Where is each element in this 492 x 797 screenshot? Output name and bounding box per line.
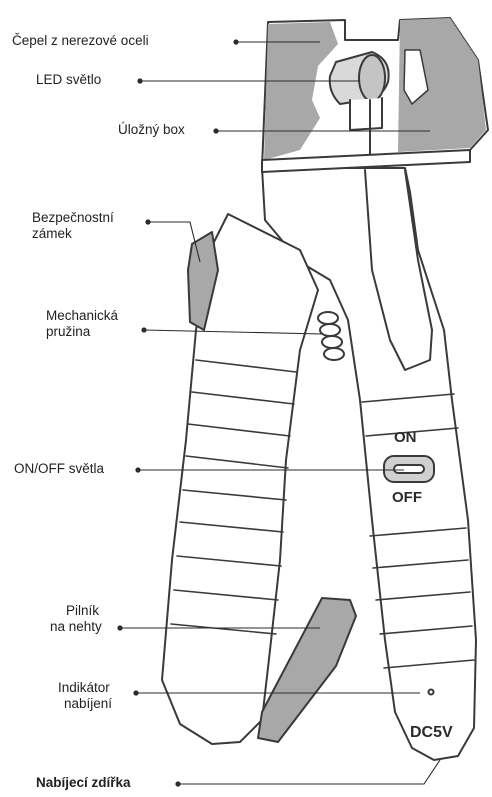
label-indicator-1: Indikátor	[58, 680, 110, 696]
label-blade: Čepel z nerezové oceli	[12, 33, 149, 49]
label-nail-file-2: na nehty	[50, 619, 102, 635]
label-safety-lock-1: Bezpečnostní	[32, 210, 114, 226]
off-marking: OFF	[392, 489, 422, 506]
label-charging-port: Nabíjecí zdířka	[36, 775, 131, 791]
charge-indicator	[429, 690, 434, 695]
dc-marking: DC5V	[410, 724, 453, 741]
label-spring-2: pružina	[46, 324, 90, 340]
label-light-switch: ON/OFF světla	[14, 461, 104, 477]
label-indicator-2: nabíjení	[64, 696, 112, 712]
label-spring-1: Mechanická	[46, 308, 118, 324]
spring-shape	[318, 312, 344, 360]
label-led: LED světlo	[36, 72, 101, 88]
label-nail-file-1: Pilník	[66, 603, 99, 619]
on-marking: ON	[394, 429, 417, 446]
label-safety-lock-2: zámek	[32, 226, 72, 242]
label-storage: Úložný box	[118, 122, 185, 138]
